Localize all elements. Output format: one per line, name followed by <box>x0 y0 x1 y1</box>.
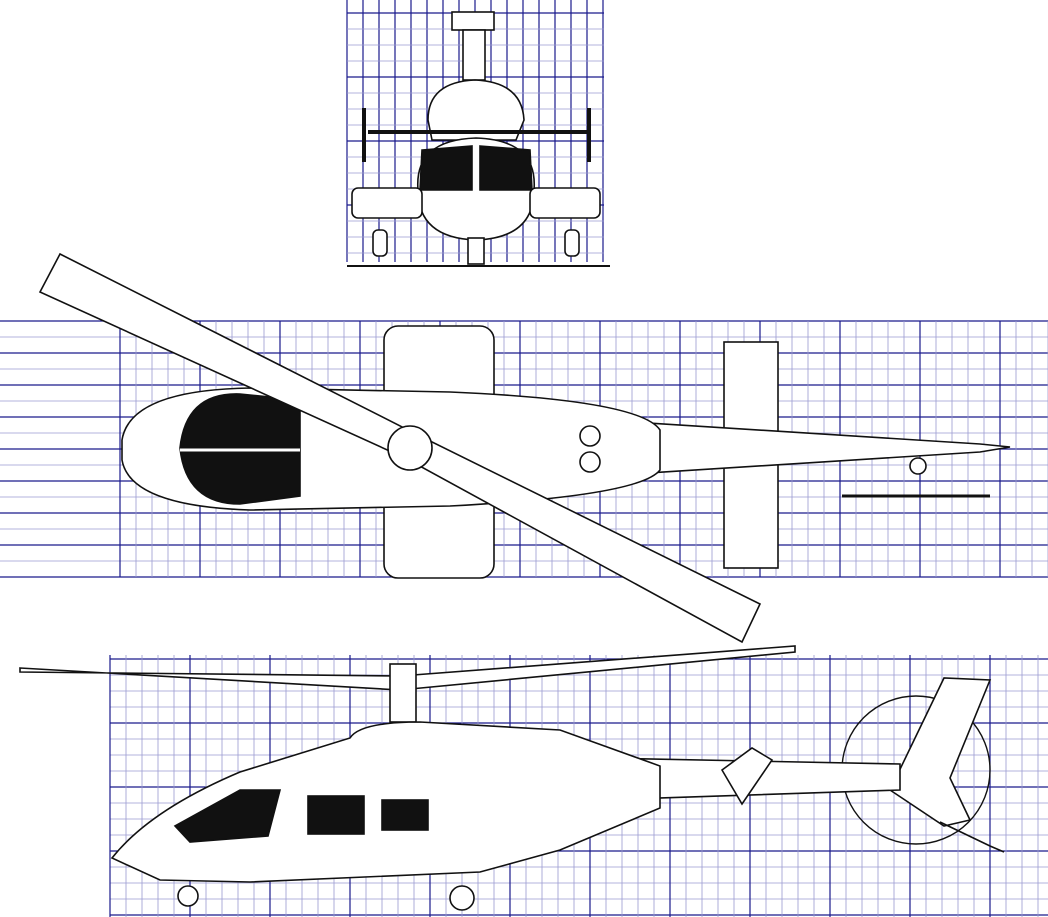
horizontal-stab-side <box>720 747 774 806</box>
sponson-right <box>529 187 601 219</box>
main-wheel-left <box>372 229 388 257</box>
vertical-fin <box>888 677 992 827</box>
side-view <box>19 645 1005 911</box>
main-wheel-side <box>449 885 475 911</box>
sponson-left <box>351 187 423 219</box>
nose-wheel <box>467 237 485 265</box>
rear-window <box>381 799 429 831</box>
main-wheel-right <box>564 229 580 257</box>
rotor-mast <box>462 29 486 81</box>
top-view <box>38 252 1011 644</box>
door-window <box>307 795 365 835</box>
tail-boom-top <box>599 419 1011 477</box>
rotor-hub-top <box>387 425 433 471</box>
exhaust-left <box>579 425 601 447</box>
nose-wheel-side <box>177 885 199 907</box>
front-view <box>347 11 610 267</box>
tail-skid <box>939 821 1005 853</box>
exhaust-right <box>579 451 601 473</box>
windshield-right <box>479 145 533 191</box>
rotor-hub <box>451 11 495 31</box>
windshield-side <box>173 789 282 843</box>
cabin-roof <box>427 79 525 141</box>
rotor-mast-side <box>389 663 417 723</box>
windshield-left <box>419 145 473 191</box>
tail-rotor-hub-top <box>909 457 927 475</box>
